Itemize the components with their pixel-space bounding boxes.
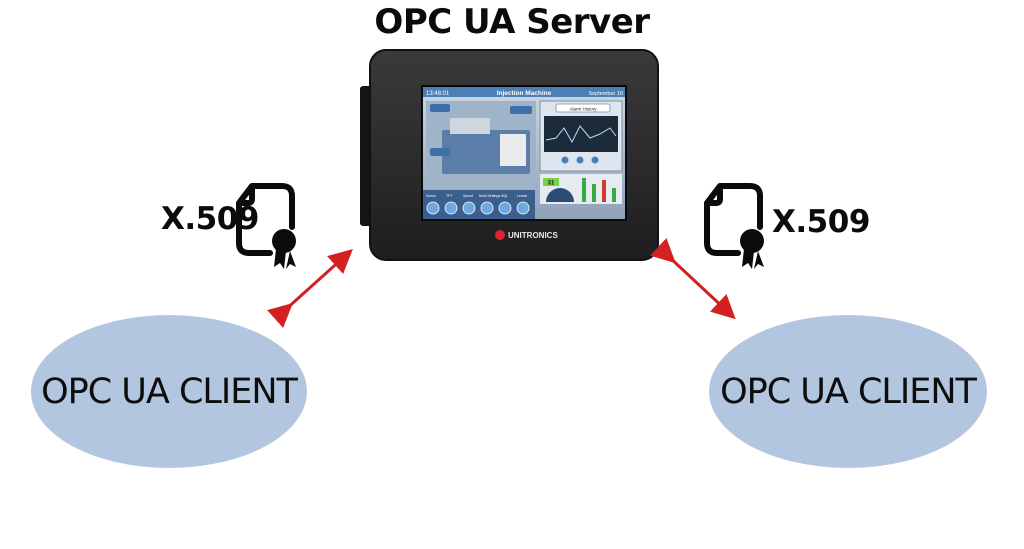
machine-tag-1 [430,104,450,112]
screen-header-bar [423,87,625,97]
client-label-right: OPC UA CLIENT [720,371,977,412]
machine-hopper [450,118,490,134]
nav-label-1: Screw [426,194,436,198]
nav-button-2 [444,201,458,215]
level-bar-2 [592,184,596,202]
screen-date: September 10 [588,91,623,97]
machine-tag-2 [430,148,450,156]
nav-button-4 [480,201,494,215]
trend-next-icon [591,156,599,164]
nav-label-2: TFT [446,194,453,198]
server-title: OPC UA Server [374,2,650,42]
screen-nav-bar [423,190,535,219]
speed-gauge [546,188,574,202]
screen-dropdown [555,103,611,113]
trend-zoom-icon [576,156,584,164]
nav-button-5 [498,201,512,215]
screen-clock: 13:48:01 [426,91,450,97]
screen-header-title: Injection Machine [497,90,552,97]
nav-label-4: Mold Settings [479,194,500,198]
screen-readout: 31 [548,181,555,187]
trend-prev-icon [561,156,569,164]
level-bar-3 [602,180,606,202]
level-bar-1 [582,178,586,202]
machine-tag-3 [510,106,532,114]
brand-label: UNITRONICS [508,231,558,240]
trend-line [545,125,617,144]
nav-button-3 [462,201,476,215]
machine-mold [500,134,526,166]
trend-graph [544,116,618,152]
opc-ua-client-left: OPC UA CLIENT [31,315,307,468]
client-label-left: OPC UA CLIENT [41,371,298,412]
certificate-label-right: X.509 [772,204,870,240]
certificate-label-left: X.509 [161,201,259,237]
connection-arrow-left [267,248,353,328]
readout-box [543,178,559,186]
screen-dropdown-label: Alarm History [569,107,597,112]
level-bar-4 [612,188,616,202]
nav-label-5: SQL [501,194,508,198]
nav-label-3: Speed [463,194,473,198]
nav-button-6 [516,201,530,215]
connection-arrow-right [650,238,736,320]
nav-button-1 [426,201,440,215]
hmi-panel: 13:48:01 Injection Machine September 10 … [360,49,659,261]
nav-label-6: Levels [517,194,527,198]
opc-ua-client-right: OPC UA CLIENT [709,315,987,468]
brand-logo-icon [495,230,505,240]
